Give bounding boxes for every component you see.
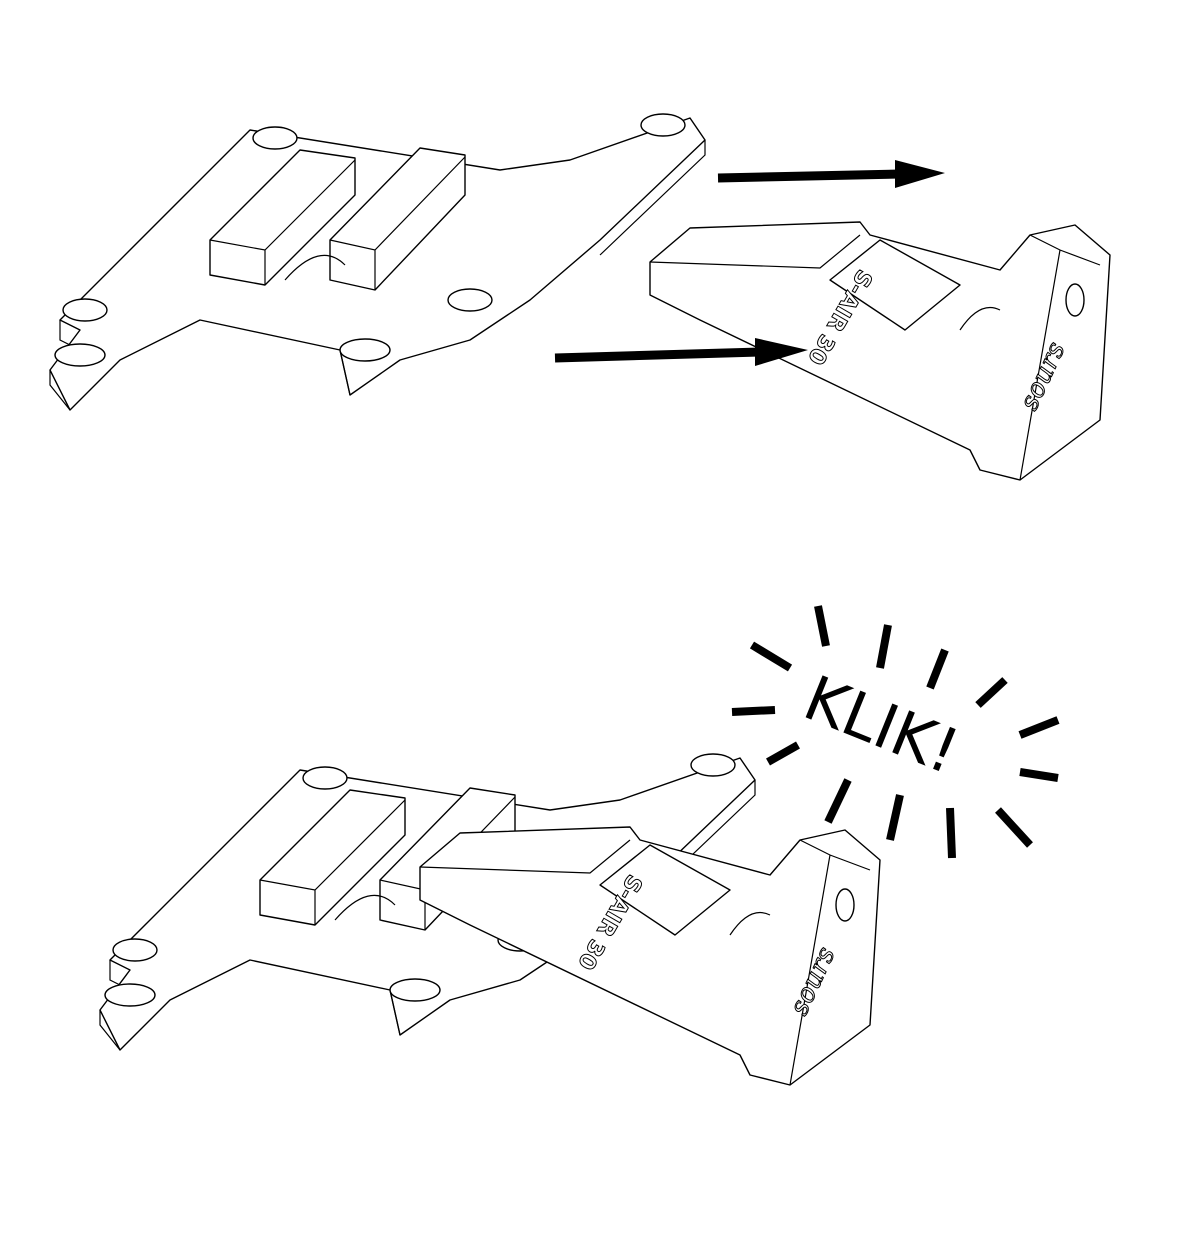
clip-mount: S-AIR 30 sours: [419, 826, 881, 1086]
arrow-right-icon: [554, 347, 761, 363]
klik-burst: KLIK!: [731, 605, 1060, 859]
burst-lines-icon: [731, 605, 1060, 859]
arrow-right-icon: [717, 169, 901, 183]
arrow-head-icon: [755, 338, 808, 366]
arrow-head-icon: [895, 160, 945, 188]
step-1-separated: S-AIR 30 sours: [49, 113, 1111, 481]
mount-plate: [49, 113, 706, 411]
klik-text: KLIK!: [794, 661, 969, 788]
step-2-assembled: S-AIR 30 sours KLIK!: [99, 605, 1060, 1086]
clip-mount: S-AIR 30 sours: [649, 221, 1111, 481]
